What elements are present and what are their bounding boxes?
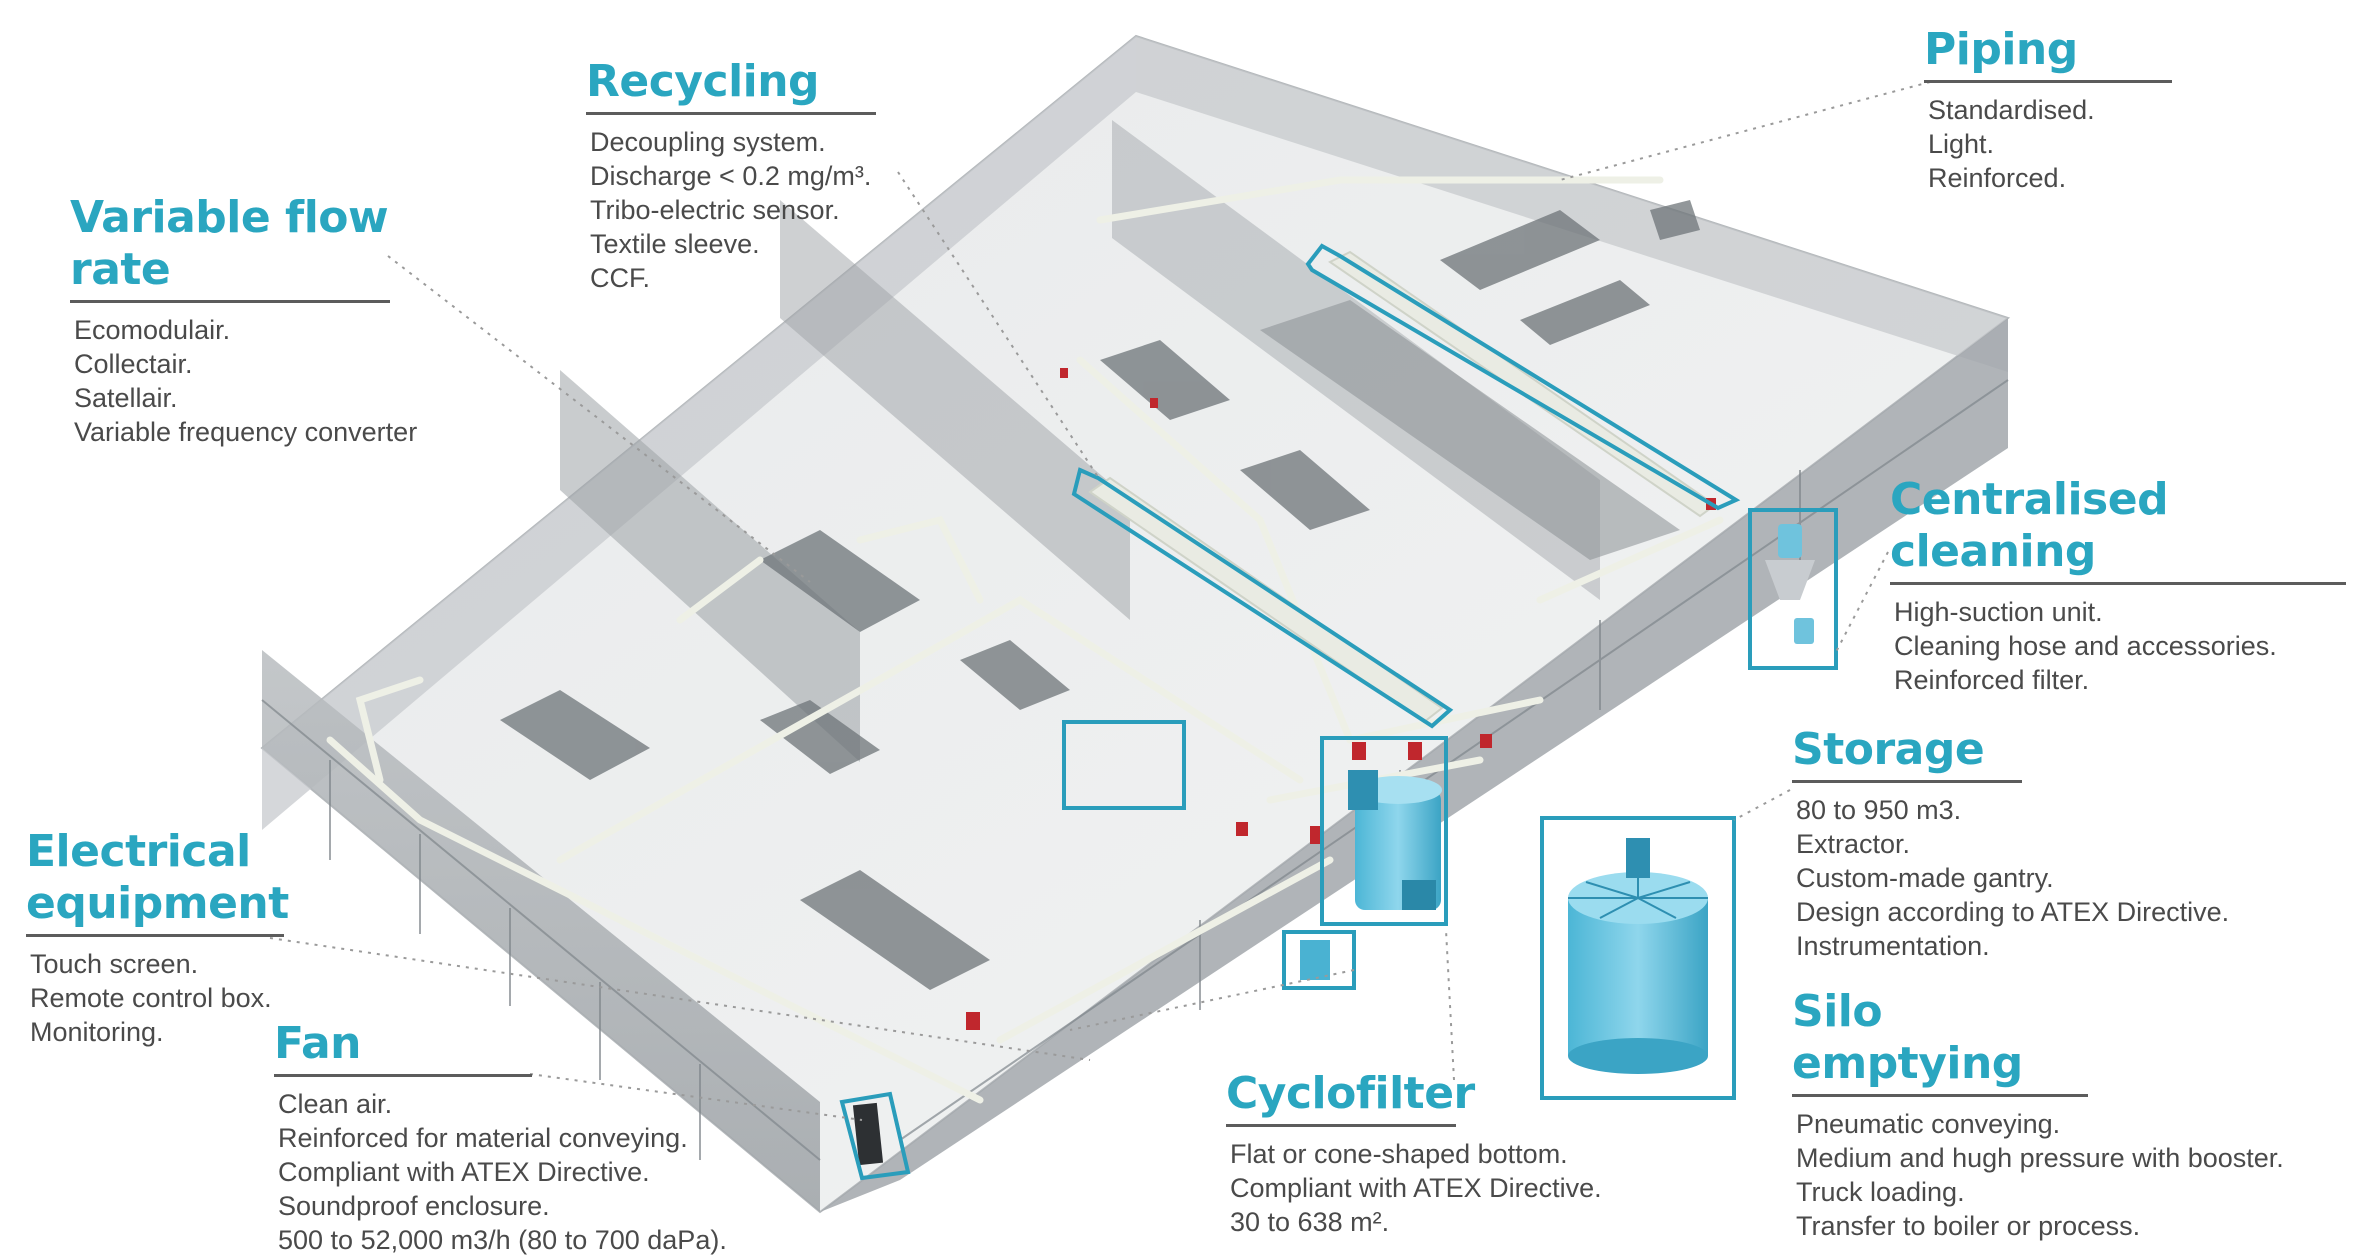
variable-flow-line: Collectair.: [74, 349, 193, 379]
piping-line: Reinforced.: [1928, 163, 2067, 193]
recycling-line: Textile sleeve.: [590, 229, 760, 259]
recycling-lines: Decoupling system. Discharge < 0.2 mg/m³…: [586, 125, 876, 295]
cyclofilter-line: Flat or cone-shaped bottom.: [1230, 1139, 1568, 1169]
electrical-title-line1: Electrical: [26, 826, 251, 877]
storage-title: Storage: [1792, 724, 1985, 775]
electrical-rule: [26, 934, 284, 937]
callout-silo-emptying: Silo emptying Pneumatic conveying. Mediu…: [1792, 986, 2284, 1243]
fan-line: Reinforced for material conveying.: [278, 1123, 688, 1153]
partition-wall: [560, 370, 860, 762]
storage-rule: [1792, 780, 2022, 783]
storage-lines: 80 to 950 m3. Extractor. Custom-made gan…: [1792, 793, 2230, 963]
leader-lines: [269, 81, 1931, 1121]
production-zone: [1260, 300, 1680, 560]
partition-wall: [780, 200, 1130, 620]
piping-rule: [1924, 80, 2172, 83]
fan-line: 500 to 52,000 m3/h (80 to 700 daPa).: [278, 1225, 727, 1255]
recycling-line: Discharge < 0.2 mg/m³.: [590, 161, 872, 191]
fan-title: Fan: [274, 1018, 362, 1069]
callout-piping: Piping Standardised. Light. Reinforced.: [1924, 24, 2172, 195]
centralised-line: High-suction unit.: [1894, 597, 2103, 627]
piping-title: Piping: [1924, 24, 2078, 75]
electrical-line: Remote control box.: [30, 983, 272, 1013]
piping-line: Light.: [1928, 129, 1995, 159]
recycling-line: CCF.: [590, 263, 650, 293]
silo-line: Truck loading.: [1796, 1177, 1965, 1207]
callout-fan: Fan Clean air. Reinforced for material c…: [274, 1018, 727, 1257]
variable-flow-line: Satellair.: [74, 383, 178, 413]
centralised-title: Centralised cleaning: [1890, 474, 2169, 577]
silo-rule: [1792, 1094, 2088, 1097]
recycling-line: Tribo-electric sensor.: [590, 195, 840, 225]
variable-flow-line: Ecomodulair.: [74, 315, 231, 345]
callout-variable-flow: Variable flow rate Ecomodulair. Collecta…: [70, 192, 418, 449]
storage-line: Design according to ATEX Directive.: [1796, 897, 2230, 927]
centralised-lines: High-suction unit. Cleaning hose and acc…: [1890, 595, 2346, 697]
piping-lines: Standardised. Light. Reinforced.: [1924, 93, 2172, 195]
silo-line: Medium and hugh pressure with booster.: [1796, 1143, 2284, 1173]
building-front-wall-right: [820, 318, 2008, 1212]
piping-line: Standardised.: [1928, 95, 2095, 125]
recycling-title: Recycling: [586, 56, 820, 107]
cyclofilter-line: Compliant with ATEX Directive.: [1230, 1173, 1602, 1203]
centralised-line: Reinforced filter.: [1894, 665, 2090, 695]
highlight-boxes: [839, 243, 1838, 1181]
recycling-line: Decoupling system.: [590, 127, 826, 157]
centralised-line: Cleaning hose and accessories.: [1894, 631, 2277, 661]
callout-centralised-cleaning: Centralised cleaning High-suction unit. …: [1890, 474, 2346, 697]
electrical-title: Electrical equipment: [26, 826, 289, 930]
recycling-rule: [586, 112, 876, 115]
storage-line: Extractor.: [1796, 829, 1911, 859]
callout-recycling: Recycling Decoupling system. Discharge <…: [586, 56, 876, 295]
fan-unit: [852, 1102, 884, 1166]
variable-flow-rule: [70, 300, 390, 303]
cyclofilter-lines: Flat or cone-shaped bottom. Compliant wi…: [1226, 1137, 1602, 1239]
building-back-wall-right: [1136, 36, 2008, 372]
machines: [500, 200, 1700, 990]
silo-line: Pneumatic conveying.: [1796, 1109, 2061, 1139]
callout-storage: Storage 80 to 950 m3. Extractor. Custom-…: [1792, 724, 2230, 963]
silo-title: Silo emptying: [1792, 986, 2023, 1089]
callout-cyclofilter: Cyclofilter Flat or cone-shaped bottom. …: [1226, 1068, 1602, 1239]
silo-line: Transfer to boiler or process.: [1796, 1211, 2141, 1241]
cyclofilter-line: 30 to 638 m².: [1230, 1207, 1390, 1237]
cyclofilter-unit: [1300, 770, 1442, 980]
variable-flow-line: Variable frequency converter: [74, 417, 418, 447]
cyclofilter-rule: [1226, 1124, 1456, 1127]
fan-line: Soundproof enclosure.: [278, 1191, 550, 1221]
electrical-lines: Touch screen. Remote control box. Monito…: [26, 947, 284, 1049]
silo-lines: Pneumatic conveying. Medium and hugh pre…: [1792, 1107, 2284, 1243]
electrical-title-line2: equipment: [26, 878, 289, 929]
variable-flow-title: Variable flow rate: [70, 192, 389, 295]
silo-unit: [1568, 838, 1708, 1074]
callout-electrical: Electrical equipment Touch screen. Remot…: [26, 826, 289, 1049]
variable-flow-lines: Ecomodulair. Collectair. Satellair. Vari…: [70, 313, 418, 449]
valves: [966, 368, 1716, 1030]
fan-rule: [274, 1074, 532, 1077]
electrical-line: Touch screen.: [30, 949, 199, 979]
pipework: [326, 176, 1724, 1104]
cyclofilter-title: Cyclofilter: [1226, 1068, 1475, 1119]
fan-lines: Clean air. Reinforced for material conve…: [274, 1087, 727, 1257]
storage-line: Custom-made gantry.: [1796, 863, 2054, 893]
storage-line: 80 to 950 m3.: [1796, 795, 1962, 825]
cleaning-unit: [1765, 524, 1815, 644]
storage-line: Instrumentation.: [1796, 931, 1990, 961]
fan-line: Compliant with ATEX Directive.: [278, 1157, 650, 1187]
fan-line: Clean air.: [278, 1089, 393, 1119]
centralised-rule: [1890, 582, 2346, 585]
building-back-wall-left: [262, 36, 1136, 830]
electrical-line: Monitoring.: [30, 1017, 164, 1047]
